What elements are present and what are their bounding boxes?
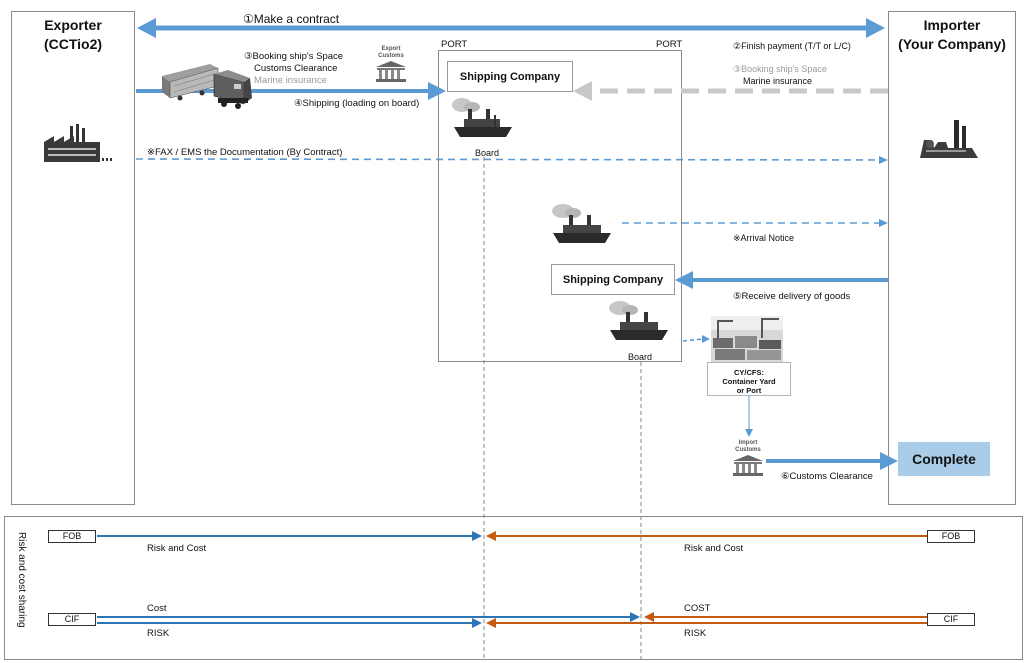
contract-arrow <box>137 18 885 38</box>
exporter-panel <box>11 11 135 505</box>
importer-booking-arrow <box>573 81 888 101</box>
fob-left-text: Risk and Cost <box>147 543 207 554</box>
freight-train-icon <box>162 64 252 109</box>
cy-cfs-line3: or Port <box>736 386 762 395</box>
step-customs-clearance-label: ⑥Customs Clearance <box>781 471 873 482</box>
export-customs-line1: Export <box>381 46 401 52</box>
step-arrival-notice-label: ※Arrival Notice <box>733 233 795 243</box>
shipping-company-box-1: Shipping Company <box>447 61 573 92</box>
step-contract-label: ①Make a contract <box>243 12 340 26</box>
port-left-label: PORT <box>441 39 468 50</box>
shipping-company-box-2: Shipping Company <box>551 264 675 295</box>
cif-cost-right-text: COST <box>684 603 711 614</box>
risk-cost-panel <box>4 516 1023 660</box>
cif-risk-right-text: RISK <box>684 628 707 639</box>
ship-icon-1 <box>452 98 512 137</box>
exporter-title-line1: Exporter <box>44 17 102 33</box>
import-customs-line1: Import <box>738 440 758 446</box>
exporter-factory-icon <box>44 124 112 162</box>
board-label-2: Board <box>628 352 653 362</box>
documentation-arrow <box>135 156 888 164</box>
step-shipping-label: ④Shipping (loading on board) <box>294 98 420 109</box>
ship-to-cy-arrow <box>682 335 710 343</box>
fob-right-tag: FOB <box>927 530 975 543</box>
arrival-notice-arrow <box>622 219 888 227</box>
ship-icon-2 <box>552 204 611 243</box>
importer-plant-icon <box>920 120 978 158</box>
importer-booking-line2: Marine insurance <box>743 76 813 86</box>
fob-left-tag: FOB <box>48 530 96 543</box>
step-booking-line1: ③Booking ship's Space <box>244 51 344 62</box>
exporter-title: Exporter (CCTio2) <box>11 16 135 54</box>
import-customs-line2: Customs <box>735 447 761 453</box>
cy-to-customs-arrow <box>745 396 753 437</box>
export-customs: Export Customs <box>373 46 409 82</box>
import-customs-building-icon <box>733 455 763 476</box>
port-right-label: PORT <box>656 39 683 50</box>
importer-booking-label: ③Booking ship's Space Marine insurance <box>733 63 827 87</box>
fob-right-text: Risk and Cost <box>684 543 744 554</box>
cif-left-tag: CIF <box>48 613 96 626</box>
cif-risk-left-text: RISK <box>147 628 170 639</box>
step-booking-label: ③Booking ship's Space Customs Clearance … <box>244 51 343 87</box>
cy-cfs-line1: CY/CFS: <box>734 368 764 377</box>
importer-title: Importer (Your Company) <box>888 16 1016 54</box>
import-customs: Import Customs <box>730 440 766 476</box>
importer-title-line2: (Your Company) <box>898 36 1006 52</box>
step-payment-label: ②Finish payment (T/T or L/C) <box>733 41 851 51</box>
cy-cfs-line2: Container Yard <box>722 377 776 386</box>
cif-right-tag: CIF <box>927 613 975 626</box>
importer-booking-line1: ③Booking ship's Space <box>733 64 827 74</box>
importer-panel <box>888 11 1016 505</box>
importer-title-line1: Importer <box>923 17 981 33</box>
risk-panel-side-label: Risk and cost sharing <box>16 532 27 628</box>
cy-cfs-box: CY/CFS: Container Yard or Port <box>707 362 791 396</box>
step-receive-delivery-label: ⑤Receive delivery of goods <box>733 291 851 302</box>
board-label-1: Board <box>475 148 500 158</box>
export-customs-building-icon <box>376 61 406 82</box>
cif-cost-left-text: Cost <box>147 603 167 614</box>
step-booking-line3: Marine insurance <box>254 75 327 86</box>
receive-delivery-arrow <box>675 271 888 289</box>
export-customs-line2: Customs <box>378 53 404 59</box>
container-yard-photo <box>711 316 783 362</box>
ship-icon-3 <box>609 301 668 340</box>
exporter-title-line2: (CCTio2) <box>43 36 103 52</box>
customs-clearance-arrow <box>766 452 898 470</box>
step-booking-line2: Customs Clearance <box>254 63 338 74</box>
complete-badge: Complete <box>898 442 990 476</box>
step-documentation-label: ※FAX / EMS the Documentation (By Contrac… <box>147 147 343 158</box>
